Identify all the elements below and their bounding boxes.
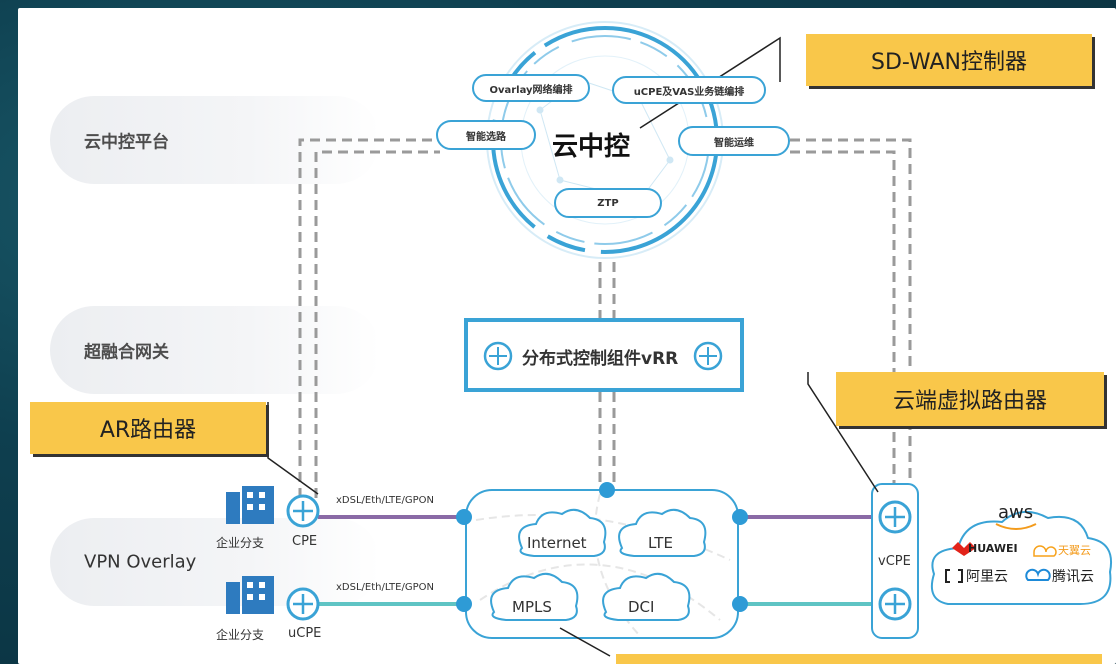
provider-aws: aws [998,502,1034,523]
providers-cloud [930,511,1112,605]
layer-cloud-platform: 云中控平台 [50,96,380,184]
router-icon-vcpe-bottom [878,587,912,621]
cpe-label: CPE [292,534,318,549]
router-icon-cpe [286,494,320,528]
pointer-vrouter [807,372,879,493]
site-label-cpe: 企业分支 [216,536,265,550]
layer-gateway: 超融合网关 [50,306,380,394]
provider-tianyi: 天翼云 [1058,544,1091,557]
cloud-lte [618,508,707,557]
layer-label-cloud-platform: 云中控平台 [84,132,169,153]
router-icon-vrr-left [483,341,513,371]
huawei-logo-icon [952,542,976,556]
building-icon-cpe [226,486,274,524]
dash-cpe-outer [298,138,440,498]
module-overlay: Ovarlay网络编排 [472,74,590,102]
link-endpoints [456,482,748,612]
aws-smile-icon [995,523,1037,530]
layer-label-gateway: 超融合网关 [84,342,169,363]
wan-label-internet: Internet [527,534,587,552]
wan-label-lte: LTE [648,534,673,552]
controller-title: 云中控 [552,132,631,162]
site-label-ucpe: 企业分支 [216,628,265,642]
link-label-cpe: xDSL/Eth/LTE/GPON [336,495,434,506]
tencent-logo-icon [1025,568,1051,581]
router-icon-vcpe-top [878,500,912,534]
layer-label-vpn: VPN Overlay [84,551,197,573]
provider-aliyun: 阿里云 [966,569,1008,585]
provider-tencent: 腾讯云 [1052,569,1094,585]
control-dashed-paths [298,138,912,498]
module-ztp: ZTP [554,188,662,218]
callout-wan-edge [616,654,1102,664]
callout-ar: AR路由器 [30,402,266,454]
dash-vcpe-outer [790,138,912,498]
provider-huawei: HUAWEI [968,542,1018,555]
aliyun-logo-icon [945,569,963,583]
pointer-wan [559,627,611,657]
dash-cpe-inner [314,150,440,498]
building-icon-ucpe [226,576,274,614]
callout-vrouter: 云端虚拟路由器 [836,372,1104,426]
module-ops: 智能运维 [678,126,790,156]
module-route: 智能选路 [436,120,536,150]
layer-vpn: VPN Overlay [50,518,380,606]
link-label-ucpe: xDSL/Eth/LTE/GPON [336,582,434,593]
cloud-mpls [490,572,579,621]
ucpe-label: uCPE [288,626,322,641]
dash-vcpe-inner [790,150,896,498]
module-ucpe-vas: uCPE及VAS业务链编排 [612,76,766,104]
pointer-ar [267,402,319,495]
router-icon-vrr-right [693,341,723,371]
wan-label-dci: DCI [628,598,655,616]
cloud-dci [602,572,691,621]
wan-label-mpls: MPLS [512,598,552,616]
cloud-internet [518,508,607,557]
vcpe-label: vCPE [878,554,911,569]
tianyi-logo-icon [1033,545,1057,557]
callout-sdwan: SD-WAN控制器 [806,34,1092,86]
router-icon-ucpe [286,587,320,621]
vrr-label: 分布式控制组件vRR [522,349,679,369]
wan-area [465,489,739,639]
